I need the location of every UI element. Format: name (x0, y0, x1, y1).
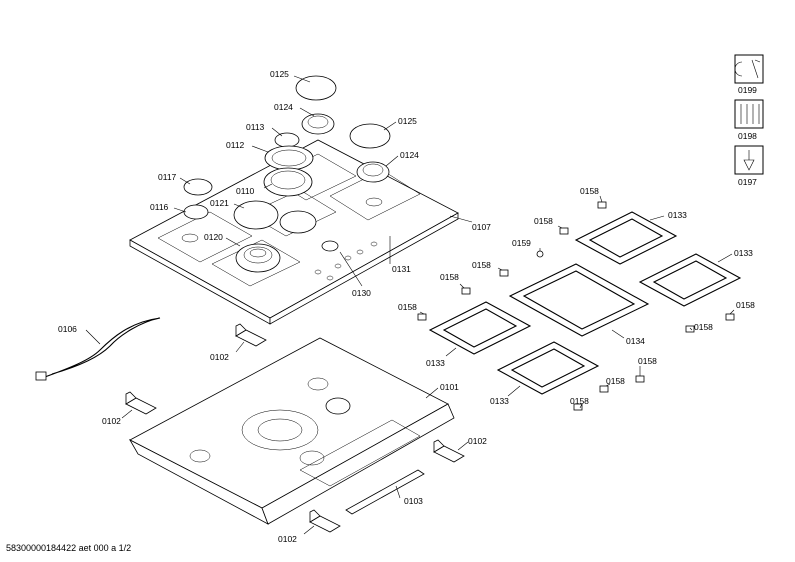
pan-supports (428, 211, 742, 395)
grease-tube-icon (734, 145, 764, 175)
label-0124a: 0124 (274, 102, 293, 112)
label-0102c: 0102 (468, 436, 487, 446)
label-0158d: 0158 (440, 272, 459, 282)
base-tray (128, 337, 455, 525)
burner-parts (183, 75, 391, 273)
label-0133b: 0133 (734, 248, 753, 258)
label-0130: 0130 (352, 288, 371, 298)
label-0134: 0134 (626, 336, 645, 346)
label-0125a: 0125 (270, 69, 289, 79)
label-0158a: 0158 (580, 186, 599, 196)
label-0102d: 0102 (278, 534, 297, 544)
label-0131: 0131 (392, 264, 411, 274)
label-0133d: 0133 (490, 396, 509, 406)
label-0101: 0101 (440, 382, 459, 392)
label-0158j: 0158 (570, 396, 589, 406)
trim-strip (345, 469, 425, 515)
label-0158b: 0158 (534, 216, 553, 226)
label-0113: 0113 (246, 122, 265, 132)
legend: 0199 0198 0197 (734, 54, 764, 187)
label-0158f: 0158 (736, 300, 755, 310)
label-0159: 0159 (512, 238, 531, 248)
label-0120: 0120 (204, 232, 223, 242)
label-0117: 0117 (158, 172, 177, 182)
legend-code-0199: 0199 (738, 85, 757, 95)
label-0158i: 0158 (606, 376, 625, 386)
label-0125b: 0125 (398, 116, 417, 126)
label-0112: 0112 (226, 140, 245, 150)
label-0124b: 0124 (400, 150, 419, 160)
label-0158e: 0158 (398, 302, 417, 312)
label-0121: 0121 (210, 198, 229, 208)
label-0158h: 0158 (638, 356, 657, 366)
label-0102a: 0102 (210, 352, 229, 362)
legend-code-0197: 0197 (738, 177, 757, 187)
label-0133a: 0133 (668, 210, 687, 220)
label-0133c: 0133 (426, 358, 445, 368)
tools-kit-icon (734, 99, 764, 129)
label-0158c: 0158 (472, 260, 491, 270)
document-footer: 58300000184422 aet 000 a 1/2 (6, 543, 132, 553)
label-0106: 0106 (58, 324, 77, 334)
label-0158g: 0158 (694, 322, 713, 332)
legend-code-0198: 0198 (738, 131, 757, 141)
part-labels: 0125 0124 0113 0125 0112 0124 0117 0110 … (58, 69, 755, 544)
wrench-screwdriver-icon (734, 54, 764, 84)
label-0103: 0103 (404, 496, 423, 506)
power-cable (35, 317, 161, 381)
label-0116: 0116 (150, 202, 169, 212)
rubber-feet (417, 201, 735, 411)
label-0110: 0110 (236, 186, 255, 196)
mounting-brackets (125, 323, 465, 533)
leader-lines (85, 75, 735, 535)
label-0102b: 0102 (102, 416, 121, 426)
label-0107: 0107 (472, 222, 491, 232)
